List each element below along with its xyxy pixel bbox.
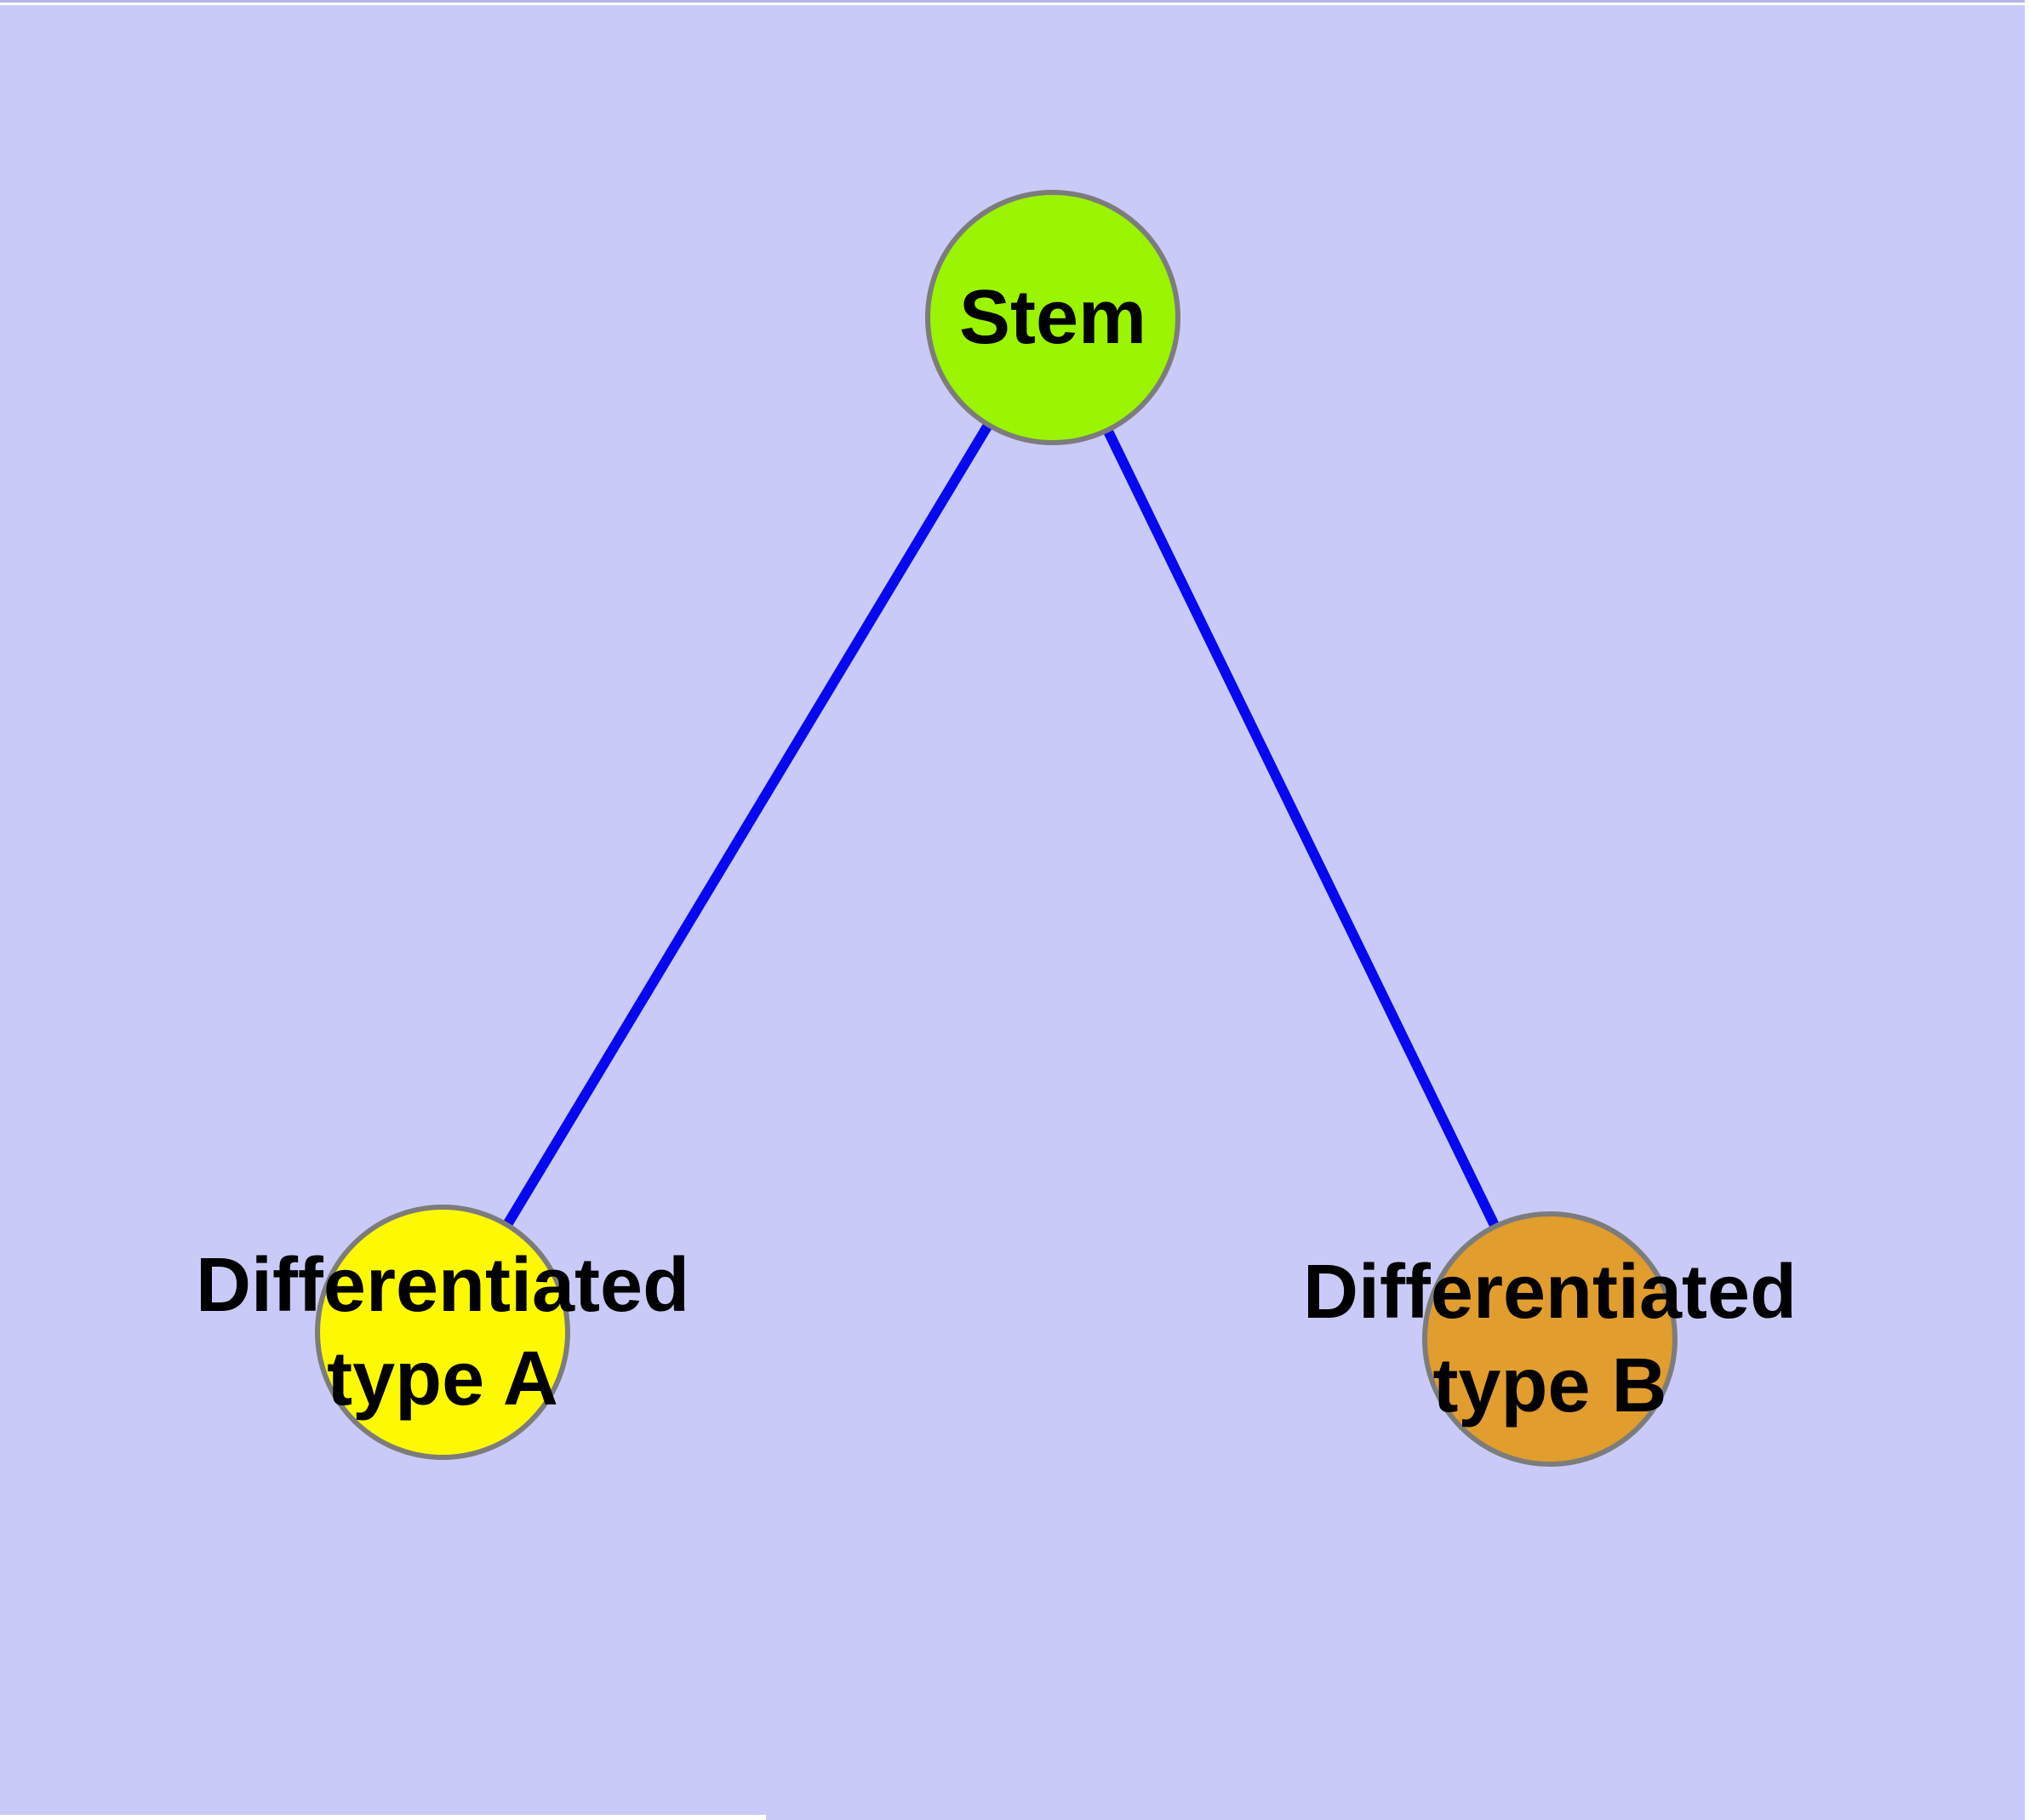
node-differentiated-type-a-label: Differentiated type A <box>196 1239 689 1426</box>
node-type-b-label-line1: Differentiated <box>1302 1250 1798 1335</box>
node-stem[interactable]: Stem <box>925 190 1180 445</box>
node-stem-label: Stem <box>958 275 1147 360</box>
window-top-edge-shadow <box>0 0 2029 3</box>
edge-stem-to-type-b <box>1048 312 1555 1344</box>
node-differentiated-type-b-label: Differentiated type B <box>1303 1245 1797 1433</box>
node-type-a-label-line2: type A <box>327 1336 558 1422</box>
edge-stem-to-type-a <box>437 312 1058 1337</box>
node-type-a-label-line1: Differentiated <box>195 1243 690 1328</box>
window-right-edge <box>2025 0 2029 1820</box>
window-bottom-edge <box>0 1815 766 1820</box>
window-top-edge-highlight <box>0 3 2029 5</box>
node-differentiated-type-a[interactable] <box>315 1205 570 1460</box>
node-differentiated-type-b[interactable] <box>1422 1211 1677 1467</box>
node-type-b-label-line2: type B <box>1432 1343 1667 1428</box>
